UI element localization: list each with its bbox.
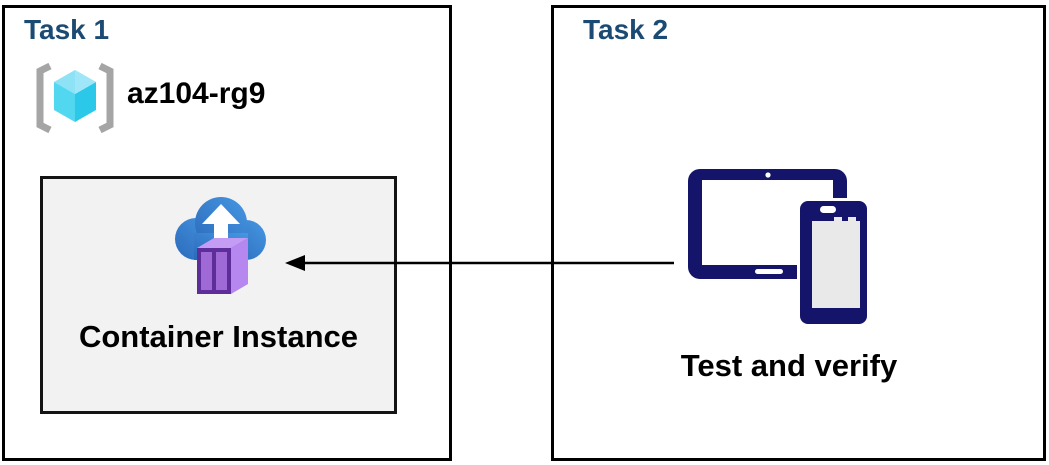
phone-icon: [797, 198, 870, 327]
test-and-verify-label: Test and verify: [680, 348, 898, 383]
resource-group-icon: [36, 62, 114, 134]
container-instance-icon: [175, 197, 266, 294]
arrow-connector-icon: [285, 255, 674, 271]
devices-icon: [688, 169, 870, 327]
task1-panel: Task 1 az104-rg9: [2, 5, 452, 461]
container-instance-box: Container Instance: [40, 176, 397, 414]
container-instance-label: Container Instance: [78, 319, 359, 354]
task1-title: Task 1: [24, 14, 110, 45]
task2-panel: Task 2 Test and verify: [551, 5, 1046, 461]
resource-group-name: az104-rg9: [127, 77, 266, 110]
task2-title: Task 2: [583, 14, 669, 45]
container-cube: [197, 238, 248, 294]
